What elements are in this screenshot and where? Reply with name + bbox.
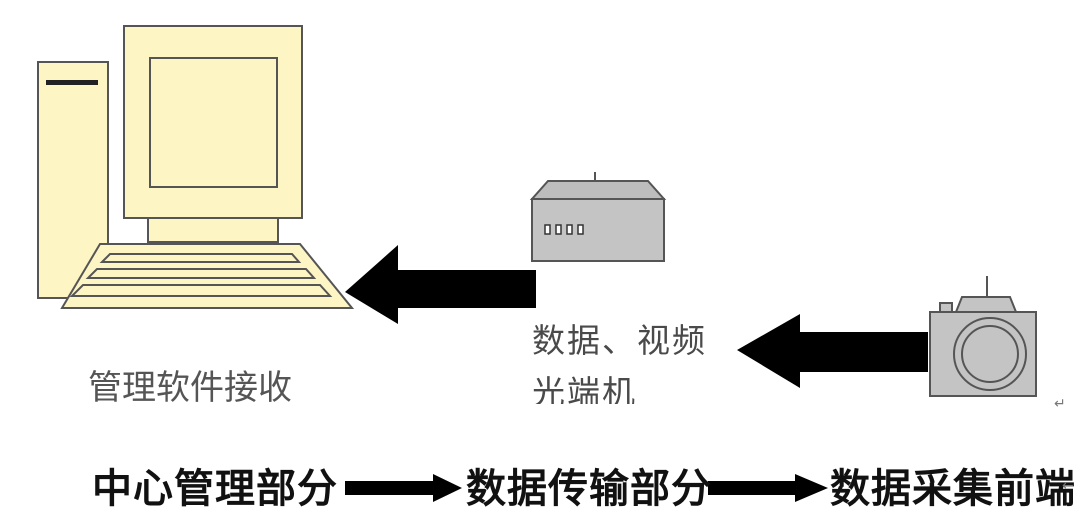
transceiver-top — [529, 180, 667, 200]
tower-slot — [46, 80, 98, 85]
key-row-2 — [85, 268, 317, 279]
paragraph-mark: ↵ — [1054, 396, 1066, 412]
led-1 — [544, 224, 551, 235]
optical-transceiver-icon — [529, 172, 667, 262]
key-row-3 — [69, 284, 333, 297]
transceiver-body — [531, 198, 665, 262]
camera-icon — [929, 276, 1037, 397]
camera-flash — [939, 302, 953, 313]
led-3 — [566, 224, 573, 235]
line-end-mark: ← — [1062, 478, 1074, 494]
software-receive-label: 管理软件接收 — [88, 368, 292, 408]
arrow-center-to-transmission — [345, 474, 462, 502]
key-row-1 — [99, 253, 302, 263]
computer-icon — [37, 25, 355, 309]
monitor-neck — [147, 217, 279, 243]
led-2 — [555, 224, 562, 235]
transceiver-label-line2: 光端机 — [532, 373, 637, 404]
arrow-to-transceiver — [737, 314, 928, 388]
stage-center-label: 中心管理部分 — [92, 466, 338, 512]
monitor-screen — [149, 57, 278, 188]
transceiver-label-line1: 数据、视频 — [532, 321, 707, 360]
arrow-transmission-to-collection — [708, 474, 828, 502]
led-4 — [577, 224, 584, 235]
stage-collection-label: 数据采集前端 — [830, 466, 1074, 512]
arrow-to-computer — [345, 245, 536, 324]
stage-transmission-label: 数据传输部分 — [466, 466, 712, 512]
camera-top — [954, 296, 1018, 313]
camera-lens-inner — [961, 325, 1019, 383]
